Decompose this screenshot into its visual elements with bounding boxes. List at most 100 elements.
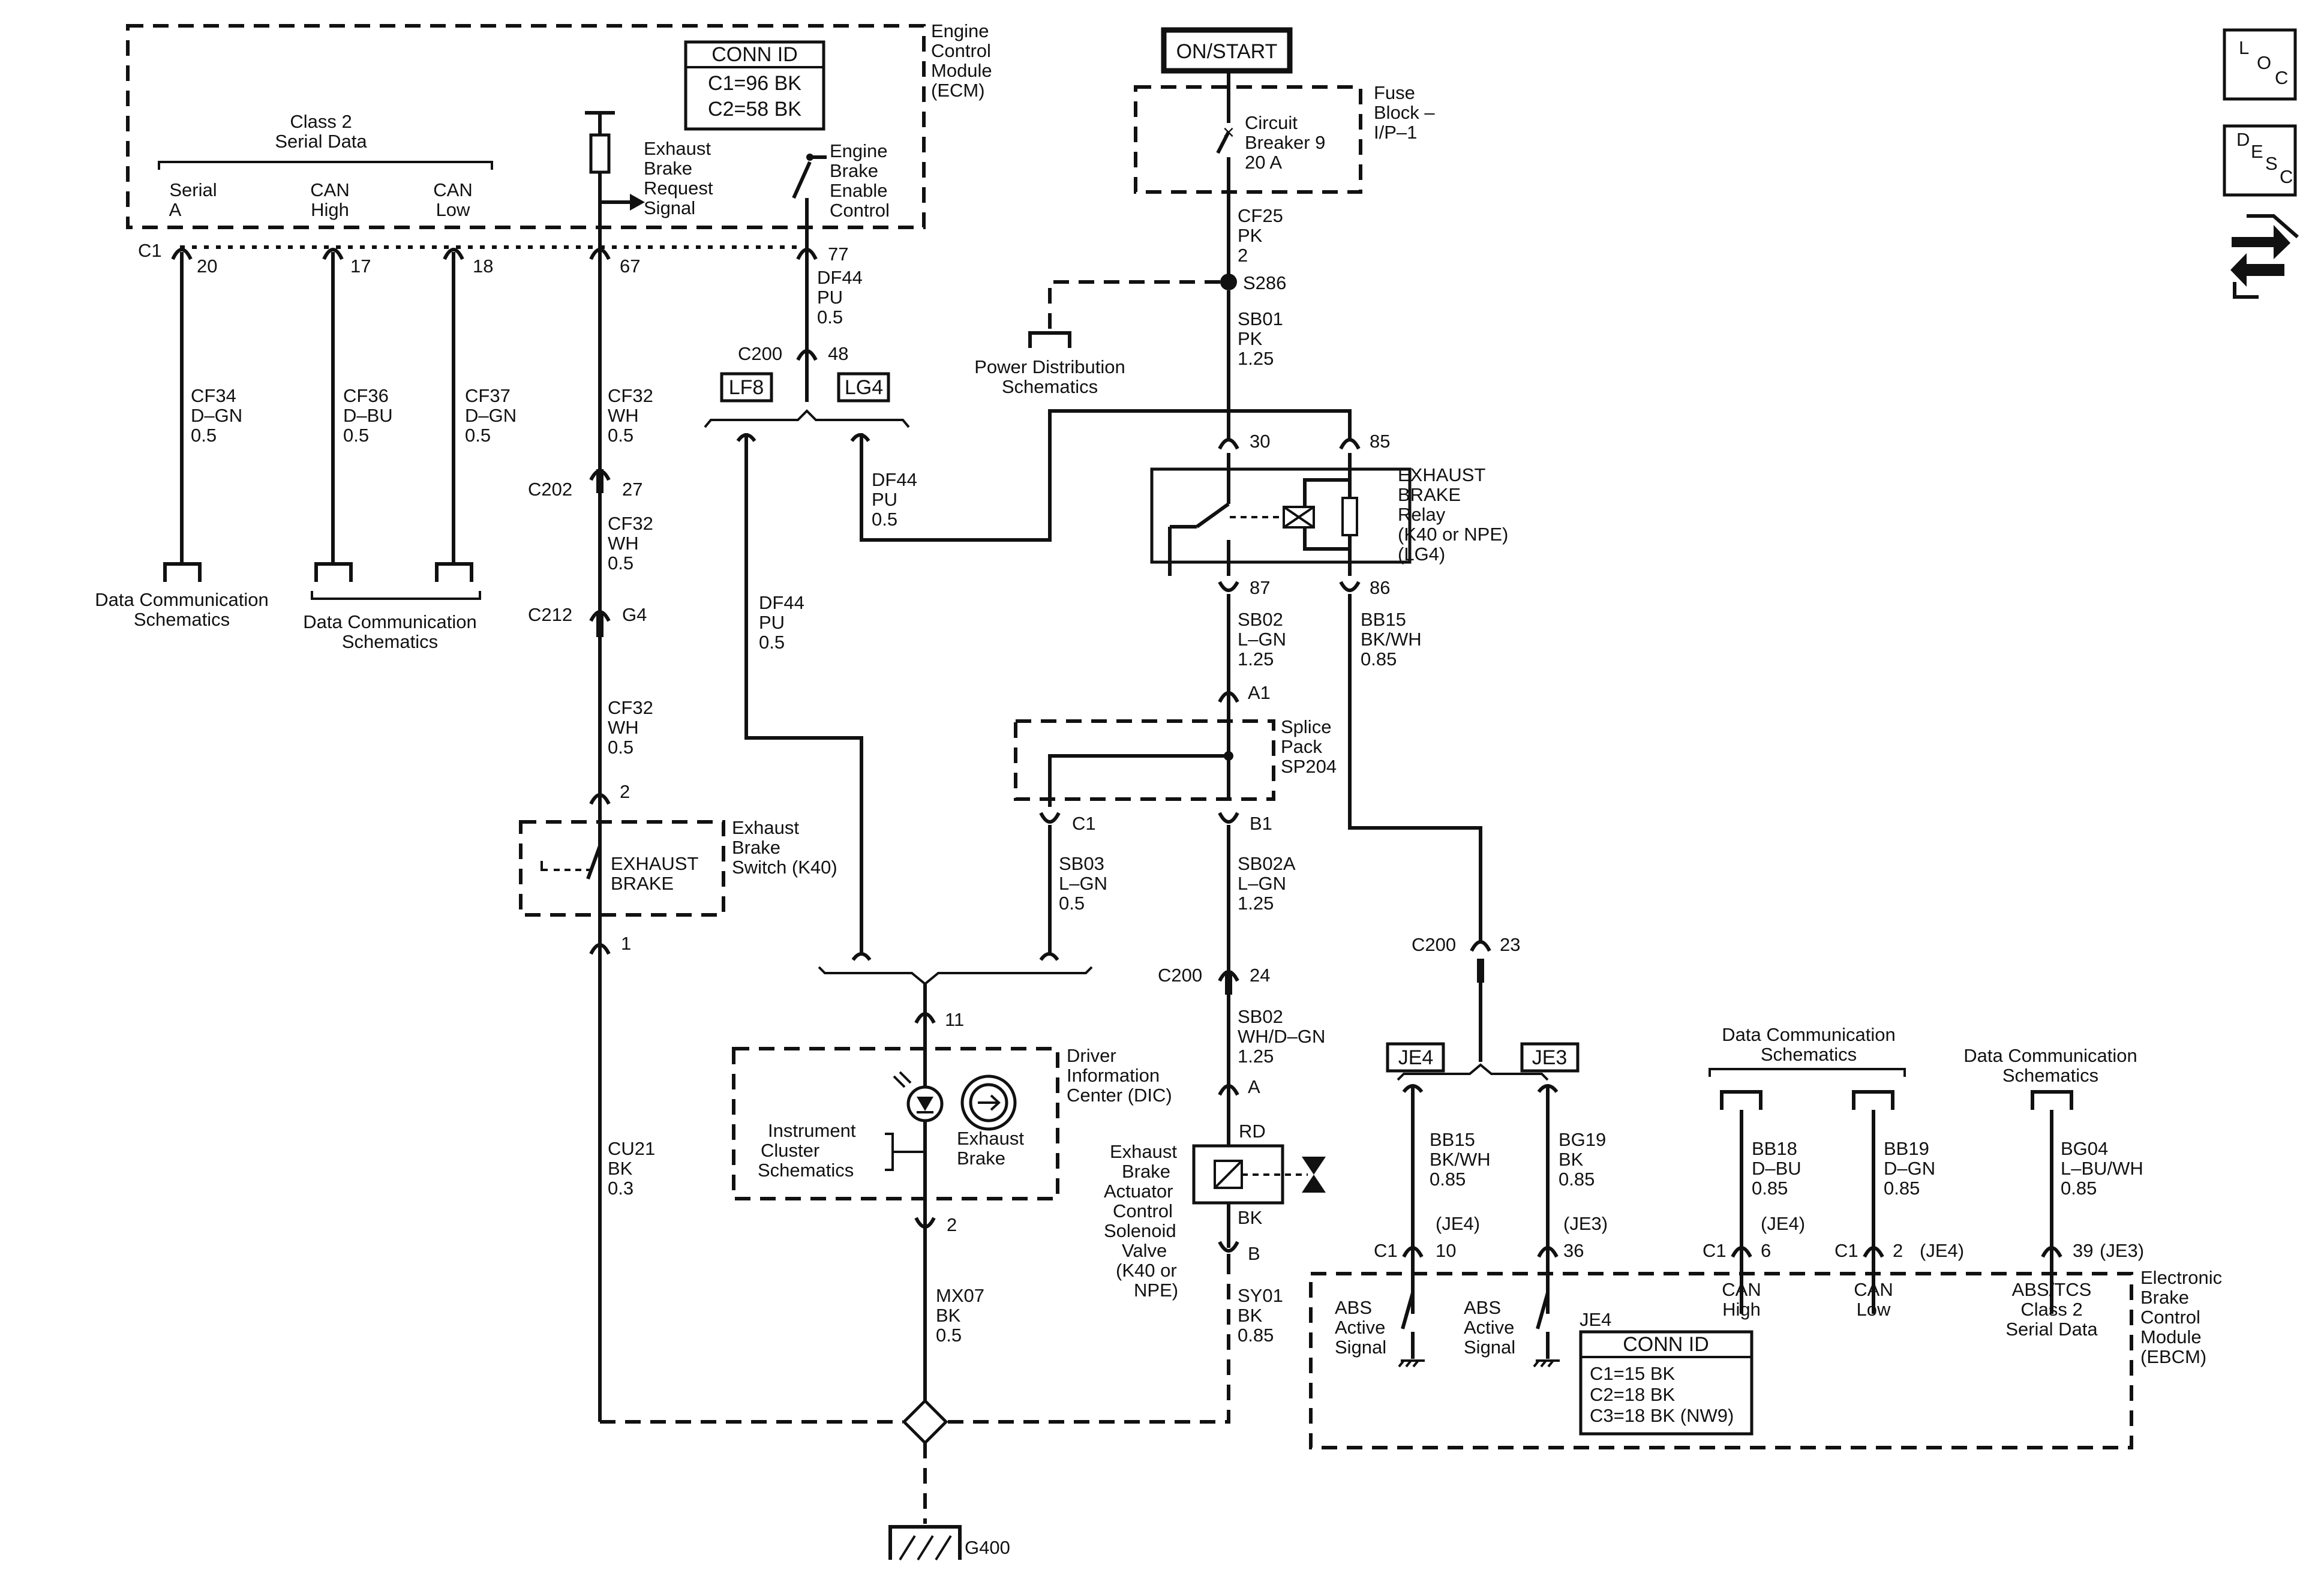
exh-req-4: Signal (644, 197, 695, 218)
dic-name-3: Center (DIC) (1067, 1085, 1172, 1106)
loc-button[interactable] (2223, 28, 2297, 101)
switch-label-1: EXHAUST (611, 853, 698, 874)
ebcm-conn-title: CONN ID (1623, 1333, 1709, 1356)
df44a-3: 0.5 (817, 307, 843, 328)
switch-blade (586, 845, 602, 880)
breaker-1: Circuit (1245, 112, 1298, 133)
splice-3: SP204 (1281, 756, 1337, 777)
dcs-mid-1: Data Communication (303, 611, 476, 632)
cf37-3: 0.5 (465, 425, 491, 446)
sb02a-1: SB02 (1238, 609, 1283, 630)
ebcm-pin4-opt: (JE4) (1920, 1240, 1964, 1261)
relay-name-3: Relay (1398, 504, 1446, 525)
df44c-2: PU (759, 612, 785, 633)
dic-bot-pin: 2 (947, 1214, 957, 1235)
bg19-2: BK (1559, 1149, 1584, 1170)
abs-tcs-2: Class 2 (2020, 1299, 2082, 1320)
cf32a-3: 0.5 (608, 425, 633, 446)
dcs-ebcm2-1: Data Communication (1963, 1045, 2137, 1066)
ecm-conn-c1: C1=96 BK (708, 72, 801, 95)
serial-a-label-1: Serial (169, 179, 217, 200)
mx07-1: MX07 (936, 1285, 984, 1306)
cf34-1: CF34 (191, 385, 236, 406)
df44b-1: DF44 (872, 469, 917, 490)
ecm-name-3: Module (931, 60, 992, 81)
can-low-ebcm-1: CAN (1854, 1279, 1893, 1300)
bb15a-3: 0.85 (1361, 649, 1397, 670)
breaker-icon (1216, 131, 1230, 154)
dic-module: Exhaust Brake Instrument Cluster Schemat… (732, 1045, 1172, 1346)
df44c-1: DF44 (759, 592, 804, 613)
relay-87: 87 (1250, 577, 1270, 598)
ecm-name-2: Control (931, 40, 991, 61)
relay-name-2: BRAKE (1398, 484, 1461, 505)
cf32b-2: WH (608, 533, 639, 554)
side-nav[interactable]: L O C D E S C (2223, 28, 2299, 299)
splice-pack-box (1014, 719, 1275, 801)
valve-name-7: (K40 or (1116, 1260, 1177, 1281)
serial-a-label-2: A (169, 199, 182, 220)
splice-c1: C1 (1072, 813, 1096, 834)
can-high-ebcm-2: High (1722, 1299, 1761, 1320)
valve-name-6: Valve (1122, 1240, 1167, 1261)
ebcm-conn-id-box (1579, 1330, 1753, 1436)
cf25-3: 2 (1238, 245, 1248, 266)
valve-name-1: Exhaust (1110, 1141, 1177, 1162)
dcs-ebcm-1: Data Communication (1722, 1024, 1895, 1045)
sb03-3: 0.5 (1059, 893, 1085, 914)
cf32a-2: WH (608, 405, 639, 426)
dic-top-pin: 11 (945, 1009, 964, 1030)
enable-switch-blade (792, 161, 812, 199)
power-dist-2: Schematics (1002, 376, 1098, 397)
dic-exhaust-2: Brake (957, 1148, 1005, 1169)
ground-bus: G400 (600, 1260, 1230, 1561)
option-je4-label: JE4 (1398, 1046, 1434, 1069)
class2-bracket (158, 161, 493, 170)
sb03-2: L–GN (1059, 873, 1107, 894)
can-high-ebcm-1: CAN (1722, 1279, 1761, 1300)
signal-arrow-icon (630, 194, 645, 211)
dcs-ebcm2-2: Schematics (2002, 1065, 2098, 1086)
cf32a-1: CF32 (608, 385, 653, 406)
sb01-1: SB01 (1238, 308, 1283, 329)
valve-rd: RD (1239, 1121, 1266, 1142)
valve-name-4: Control (1113, 1200, 1173, 1221)
dcs-bracket (311, 591, 481, 600)
fuse-block-2: Block – (1374, 102, 1435, 123)
ebcm-pin1-conn: C1 (1374, 1240, 1398, 1261)
option-split (704, 409, 910, 428)
sb02b-2: L–GN (1238, 873, 1286, 894)
df44a-2: PU (817, 287, 843, 308)
enable-2: Brake (830, 160, 878, 181)
cf36-2: D–BU (343, 405, 393, 426)
sb01-2: PK (1238, 328, 1263, 349)
bb19-1: BB19 (1884, 1138, 1929, 1159)
dic-name-1: Driver (1067, 1045, 1116, 1066)
cf37-2: D–GN (465, 405, 517, 426)
sw-top-pin: 2 (620, 781, 630, 802)
desc-button[interactable] (2223, 124, 2297, 197)
ebcm-pin3: 6 (1761, 1240, 1771, 1261)
pin-77: 77 (828, 244, 848, 265)
bb15b-3: 0.85 (1430, 1169, 1466, 1190)
dcs-connector-4 (1720, 1090, 1762, 1110)
navigation-arrows-icon[interactable] (2230, 214, 2299, 299)
relay-86: 86 (1370, 577, 1390, 598)
switch-name-2: Brake (732, 837, 780, 858)
dcs-connector-1 (163, 562, 202, 582)
ecm-conn-c2: C2=58 BK (708, 98, 801, 121)
ecm-conn-id-title: CONN ID (711, 43, 798, 66)
option-je3-label: JE3 (1532, 1046, 1568, 1069)
abs1-1: ABS (1335, 1297, 1372, 1318)
pin-20: 20 (197, 256, 217, 277)
ebcm-pin3-opt: (JE4) (1761, 1213, 1805, 1234)
option-je3 (1520, 1042, 1580, 1073)
c200-mid-label: C200 (1158, 965, 1202, 986)
cf36-1: CF36 (343, 385, 389, 406)
df44a-1: DF44 (817, 267, 863, 288)
pin-67: 67 (620, 256, 640, 277)
bb19-2: D–GN (1884, 1158, 1935, 1179)
valve-a: A (1248, 1076, 1260, 1097)
bb15a-2: BK/WH (1361, 629, 1422, 650)
bb18-2: D–BU (1752, 1158, 1801, 1179)
